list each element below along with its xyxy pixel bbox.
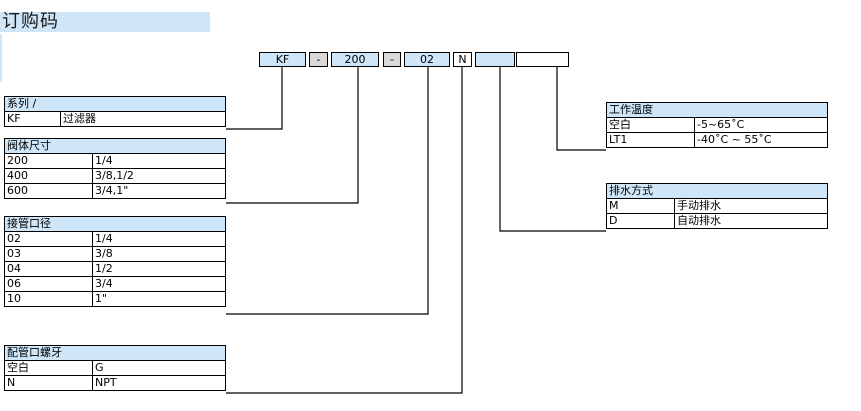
thread-table-header: 配管口螺牙 [4,345,226,361]
port-desc: 3/8 [92,246,226,262]
temperature-desc: -40˚C ~ 55˚C [694,132,828,148]
port-code: 04 [4,261,93,277]
thread-code: N [4,375,93,391]
temperature-code: 空白 [606,117,695,133]
connector-temperature [556,67,606,151]
body-size-desc: 3/4,1" [92,183,226,199]
connector-port-size [226,67,429,315]
port-code: 10 [4,291,93,307]
series-desc: 过滤器 [60,111,226,127]
table-row: 空白-5~65˚C [606,117,828,133]
port-code: 03 [4,246,93,262]
code-cell-port-size: 02 [404,52,450,67]
connector-drain [499,67,606,232]
temperature-table-header: 工作温度 [606,102,828,118]
port-desc: 3/4 [92,276,226,292]
left-accent-strip [0,34,2,82]
thread-desc: NPT [92,375,226,391]
port-desc: 1/4 [92,231,226,247]
drain-code: D [606,213,675,229]
port-code: 02 [4,231,93,247]
drain-code: M [606,198,675,214]
thread-desc: G [92,360,226,376]
connector-body-size [226,67,359,204]
table-row: KF 过滤器 [4,111,226,127]
page-title: 订购码 [2,11,59,32]
drain-table-header: 排水方式 [606,183,828,199]
body-size-code: 400 [4,168,93,184]
drain-desc: 自动排水 [674,213,828,229]
code-cell-drain [475,52,515,67]
thread-code: 空白 [4,360,93,376]
port-size-table-header: 接管口径 [4,216,226,232]
temperature-table: 工作温度 空白-5~65˚C LT1-40˚C ~ 55˚C [606,102,828,148]
code-cell-series: KF [259,52,306,67]
drain-desc: 手动排水 [674,198,828,214]
series-table-header: 系列 / [4,96,226,112]
body-size-table-header: 阀体尺寸 [4,138,226,154]
body-size-code: 200 [4,153,93,169]
connector-series [226,67,283,130]
code-cell-body-size: 200 [331,52,379,67]
body-size-desc: 3/8,1/2 [92,168,226,184]
code-cell-dash-1: - [309,52,328,67]
body-size-desc: 1/4 [92,153,226,169]
port-desc: 1/2 [92,261,226,277]
series-code: KF [4,111,61,127]
body-size-code: 600 [4,183,93,199]
port-code: 06 [4,276,93,292]
temperature-desc: -5~65˚C [694,117,828,133]
temperature-code: LT1 [606,132,695,148]
connector-thread [226,67,463,394]
port-desc: 1" [92,291,226,307]
code-cell-dash-2: - [383,52,401,67]
title-highlight [0,12,210,32]
table-row: LT1-40˚C ~ 55˚C [606,132,828,148]
series-table: 系列 / KF 过滤器 [4,96,226,127]
code-cell-temperature [516,52,569,67]
code-cell-thread: N [453,52,472,67]
